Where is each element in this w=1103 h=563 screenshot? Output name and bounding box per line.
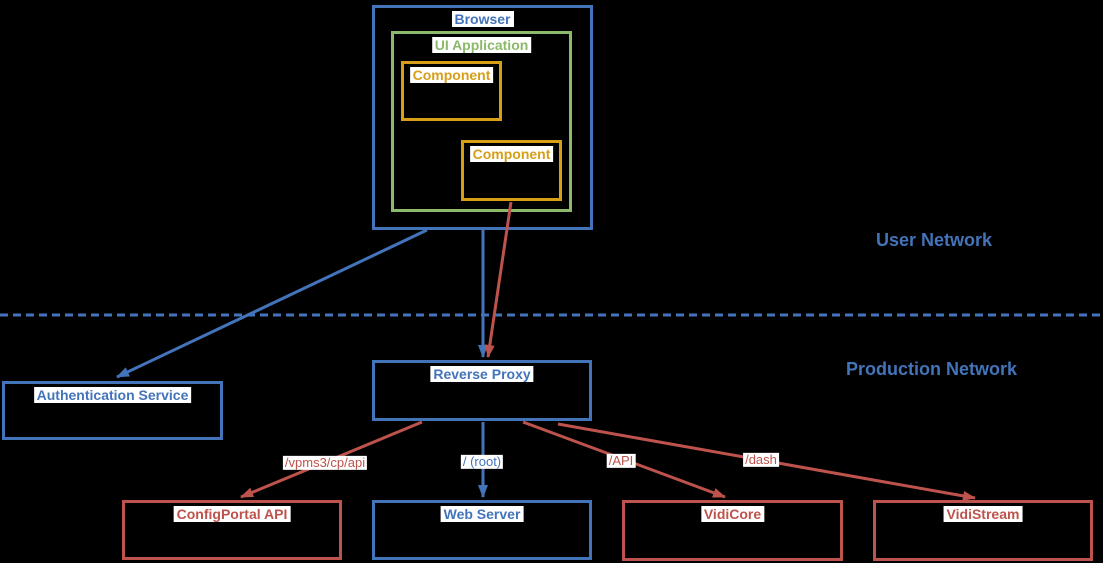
component-node-2-label: Component — [469, 146, 554, 163]
component-node-1: Component — [401, 61, 502, 121]
component-node-1-label: Component — [409, 67, 494, 84]
vidistream-node-label: VidiStream — [943, 506, 1023, 523]
vidistream-node: VidiStream — [873, 500, 1093, 561]
edge-label-root: / (root) — [460, 453, 504, 470]
configportal-api-node-label: ConfigPortal API — [173, 506, 291, 523]
vidicore-node: VidiCore — [622, 500, 843, 561]
reverse-proxy-node: Reverse Proxy — [372, 360, 592, 421]
edge-label-vpms3-cp-api: /vpms3/cp/api — [282, 454, 368, 471]
browser-node: Browser UI Application Component Compone… — [372, 5, 593, 230]
user-network-zone-label: User Network — [876, 230, 993, 250]
component-node-2: Component — [461, 140, 562, 201]
ui-application-node-label: UI Application — [431, 37, 532, 54]
edge-label-api: /API — [606, 452, 636, 469]
browser-node-label: Browser — [451, 11, 514, 28]
vidicore-node-label: VidiCore — [700, 506, 765, 523]
authentication-service-node-label: Authentication Service — [33, 387, 192, 404]
authentication-service-node: Authentication Service — [2, 381, 223, 440]
configportal-api-node: ConfigPortal API — [122, 500, 342, 560]
web-server-node: Web Server — [372, 500, 592, 560]
web-server-node-label: Web Server — [440, 506, 524, 523]
production-network-zone-label: Production Network — [846, 359, 1018, 379]
edge-label-dash: /dash — [743, 451, 779, 468]
reverse-proxy-node-label: Reverse Proxy — [430, 366, 534, 383]
edge-browser-to-auth-arrow — [116, 228, 428, 379]
ui-application-node: UI Application Component Component — [391, 31, 572, 212]
